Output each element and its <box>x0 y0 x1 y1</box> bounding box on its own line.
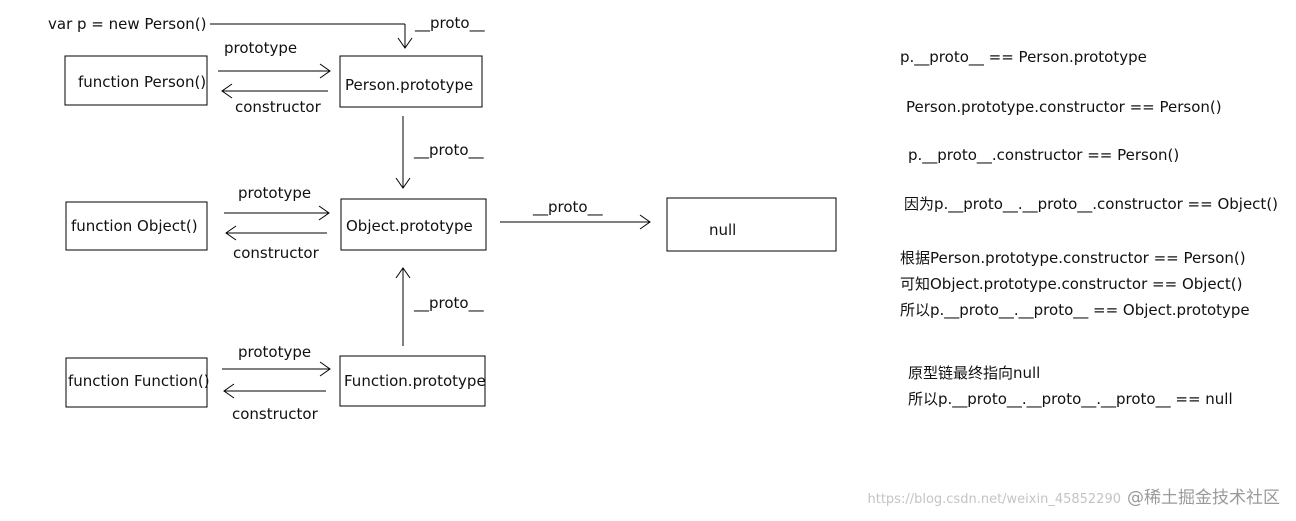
box-function-function-label: function Function() <box>68 372 210 390</box>
box-object-prototype-label: Object.prototype <box>346 217 473 235</box>
box-function-prototype: Function.prototype <box>339 355 486 407</box>
instance-label: var p = new Person() <box>48 15 207 33</box>
box-null: null <box>666 197 837 252</box>
person-constructor-arrow <box>221 83 328 99</box>
function-prototype-arrow <box>222 361 331 377</box>
function-proto-up-label: __proto__ <box>413 294 484 313</box>
person-prototype-label: prototype <box>224 39 297 57</box>
function-proto-up-arrow <box>395 267 411 346</box>
watermark: https://blog.csdn.net/weixin_45852290 @稀土… <box>867 483 1280 508</box>
box-object-prototype: Object.prototype <box>340 198 487 251</box>
box-person-prototype: Person.prototype <box>339 55 483 108</box>
box-function-person: function Person() <box>64 55 208 106</box>
box-person-prototype-label: Person.prototype <box>345 76 473 94</box>
person-proto-down-arrow <box>395 116 411 189</box>
function-prototype-label: prototype <box>238 343 311 361</box>
watermark-url: https://blog.csdn.net/weixin_45852290 <box>867 492 1121 507</box>
instance-proto-arrow <box>210 23 413 49</box>
object-proto-right-arrow <box>500 214 651 230</box>
object-prototype-label: prototype <box>238 184 311 202</box>
box-function-prototype-label: Function.prototype <box>344 372 486 390</box>
person-constructor-label: constructor <box>235 98 322 116</box>
object-constructor-label: constructor <box>233 244 320 262</box>
person-prototype-arrow <box>218 63 331 79</box>
object-constructor-arrow <box>225 225 327 241</box>
box-function-object-label: function Object() <box>71 217 198 235</box>
function-constructor-label: constructor <box>232 405 319 423</box>
object-proto-right-label: __proto__ <box>532 198 603 217</box>
object-prototype-arrow <box>224 205 330 221</box>
box-function-function: function Function() <box>65 357 210 408</box>
box-function-person-label: function Person() <box>78 73 206 91</box>
person-proto-down-label: __proto__ <box>413 141 484 160</box>
box-null-label: null <box>709 221 736 239</box>
box-function-object: function Object() <box>65 201 208 251</box>
instance-proto-label: __proto__ <box>414 14 485 33</box>
function-constructor-arrow <box>223 383 326 399</box>
watermark-brand: @稀土掘金技术社区 <box>1127 488 1280 508</box>
